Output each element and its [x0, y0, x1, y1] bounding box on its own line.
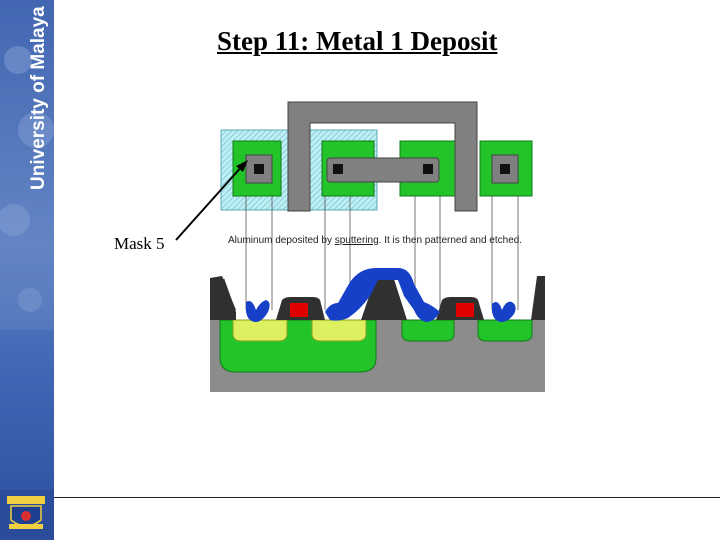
mask-pointer-arrow — [175, 160, 248, 241]
contact-1 — [254, 164, 264, 174]
n-diffusion-left — [401, 319, 455, 342]
metal-bridge — [287, 101, 478, 212]
diagram-caption: Aluminum deposited by sputtering. It is … — [228, 234, 538, 248]
caption-sputtering: sputtering — [334, 235, 379, 246]
aluminum-top — [372, 268, 402, 276]
poly-gate-nmos — [456, 303, 474, 317]
n-diffusion-right — [477, 319, 533, 342]
caption-text-2: . It is then patterned and etched. — [378, 235, 523, 246]
contact-3 — [423, 164, 433, 174]
caption-text-1: Aluminum deposited by — [228, 235, 335, 246]
footer-divider — [54, 497, 720, 498]
mask-label: Mask 5 — [114, 234, 165, 253]
contact-2 — [333, 164, 343, 174]
p-diffusion-left — [232, 319, 288, 342]
aluminum-contact-4 — [492, 301, 516, 322]
university-crest-logo — [7, 496, 45, 529]
active-region-4 — [479, 140, 533, 197]
aluminum-contact-1 — [246, 300, 270, 322]
poly-gate-pmos — [290, 303, 308, 317]
sidebar-university-text: University of Malaya — [28, 6, 49, 190]
sidebar-banner: University of Malaya — [0, 0, 54, 540]
p-diffusion-right — [311, 319, 367, 342]
aluminum-interconnect — [325, 268, 440, 322]
contact-4 — [500, 164, 510, 174]
cross-section-view — [210, 268, 545, 392]
university-banner-graphic: University of Malaya — [0, 0, 54, 540]
slide-title: Step 11: Metal 1 Deposit — [217, 26, 498, 56]
metal-strap — [326, 157, 440, 183]
